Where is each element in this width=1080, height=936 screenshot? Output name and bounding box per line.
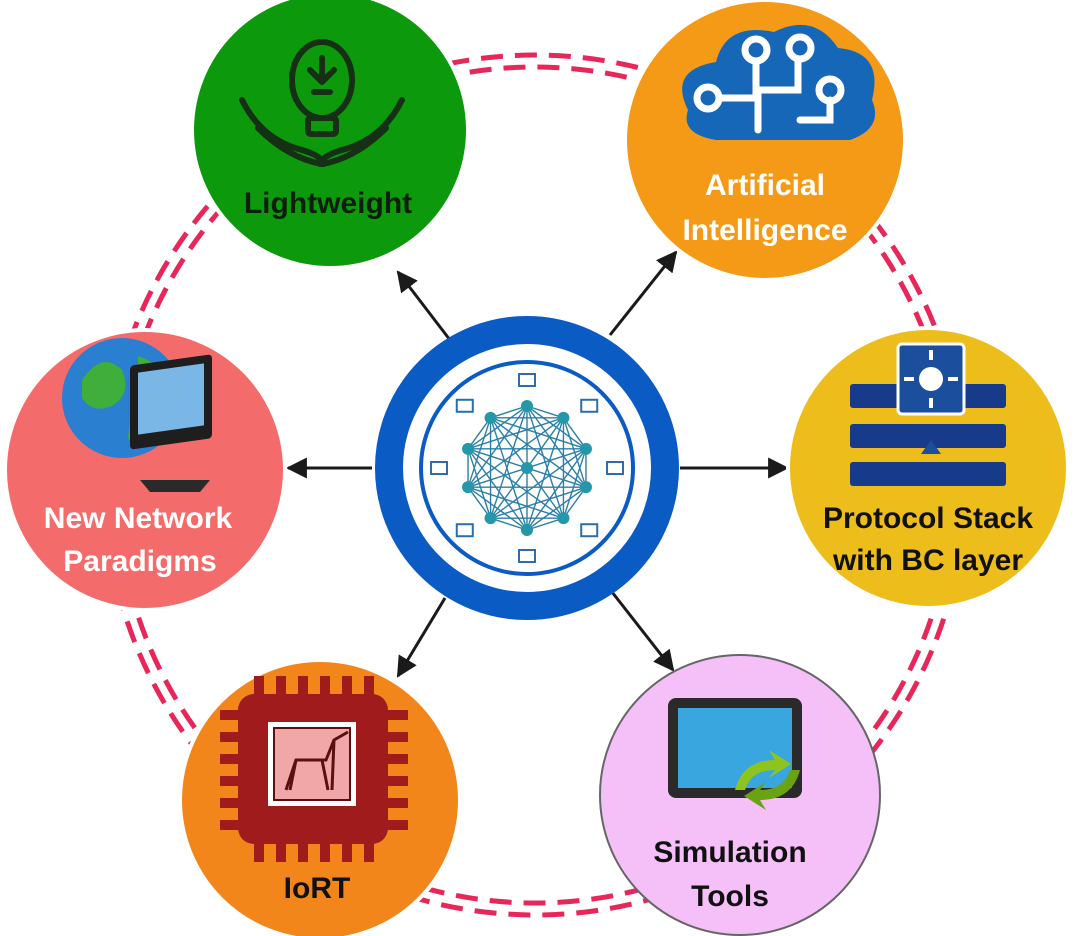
node-lightweight: Lightweight	[192, 0, 468, 268]
arrow-to-simulation-tools	[612, 592, 673, 670]
arrow-to-iort	[398, 598, 445, 676]
node-iort: IoRT	[180, 660, 460, 936]
node-label-simulation-tools-2: Tools	[691, 880, 769, 913]
node-artificial-intelligence: Artificial Intelligence	[625, 0, 905, 280]
tablet-sync-icon	[668, 698, 802, 810]
arrow-to-lightweight	[398, 272, 450, 340]
node-simulation-tools: Simulation Tools	[600, 655, 880, 935]
node-new-network-paradigms: New Network Paradigms	[5, 330, 285, 610]
node-label-protocol-stack: Protocol Stack	[823, 502, 1033, 535]
node-protocol-stack: Protocol Stack with BC layer	[788, 328, 1068, 608]
node-label-new-network-paradigms: New Network	[44, 502, 233, 535]
node-label-iort: IoRT	[284, 872, 351, 905]
node-label-artificial-intelligence: Artificial	[705, 169, 825, 202]
node-label-lightweight: Lightweight	[244, 187, 412, 220]
center-hub	[389, 330, 665, 606]
node-label-simulation-tools: Simulation	[653, 836, 806, 869]
node-label-new-network-paradigms-2: Paradigms	[63, 545, 216, 578]
node-label-protocol-stack-2: with BC layer	[832, 544, 1023, 577]
arrow-to-artificial-intelligence	[610, 252, 676, 335]
robot-chip-icon	[220, 676, 408, 862]
node-label-artificial-intelligence-2: Intelligence	[682, 214, 847, 247]
